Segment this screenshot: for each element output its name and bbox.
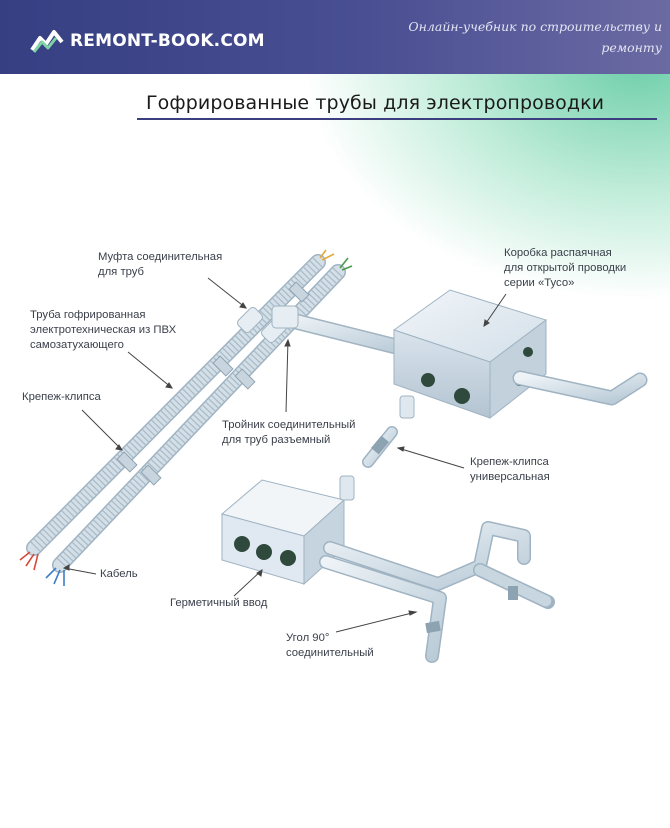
- site-header: REMONT-BOOK.COM Онлайн-учебник по строит…: [0, 0, 670, 74]
- gland-upper-4: [523, 347, 533, 357]
- sealed-entry-2: [256, 544, 272, 560]
- site-logo[interactable]: REMONT-BOOK.COM: [30, 26, 265, 56]
- site-tagline: Онлайн-учебник по строительству и ремонт…: [408, 19, 662, 55]
- gland-upper-1: [454, 388, 470, 404]
- page-title: Гофрированные трубы для электропроводки: [146, 92, 605, 114]
- sealed-entry-3: [280, 550, 296, 566]
- label-sealed-entry: Герметичный ввод: [170, 597, 268, 609]
- junction-box-lower: [220, 475, 355, 586]
- logo-text: REMONT-BOOK.COM: [70, 31, 265, 51]
- junction-box-upper: [392, 289, 548, 420]
- pipe-clips: [116, 281, 310, 486]
- label-junction-box: Коробка распаячная для открытой проводки…: [504, 247, 627, 289]
- leader-arrows: [62, 277, 507, 633]
- upper-right-pipe: [512, 370, 648, 406]
- cable-ends: [19, 249, 353, 586]
- tee-connector: [271, 305, 299, 329]
- label-clip: Крепеж-клипса: [22, 391, 101, 403]
- lower-clip: [508, 586, 518, 600]
- label-corrugated-pipe: Труба гофрированная электротехническая и…: [30, 309, 177, 351]
- lower-pipes: [319, 521, 555, 663]
- elbow-clip: [425, 620, 441, 634]
- tee-branch-pipe: [271, 305, 418, 358]
- title-underline: [137, 118, 657, 120]
- corrugated-pipe-1: [26, 254, 326, 556]
- sealed-entry-1: [234, 536, 250, 552]
- label-cable: Кабель: [100, 568, 138, 580]
- label-coupling: Муфта соединительная для труб: [98, 251, 223, 278]
- label-tee: Тройник соединительный для труб разъемны…: [222, 419, 356, 446]
- universal-clip: [362, 426, 398, 468]
- gland-upper-2: [421, 373, 435, 387]
- label-universal-clip: Крепеж-клипса универсальная: [470, 456, 550, 483]
- logo-house-icon: [30, 30, 64, 53]
- label-elbow: Угол 90° соединительный: [286, 632, 374, 659]
